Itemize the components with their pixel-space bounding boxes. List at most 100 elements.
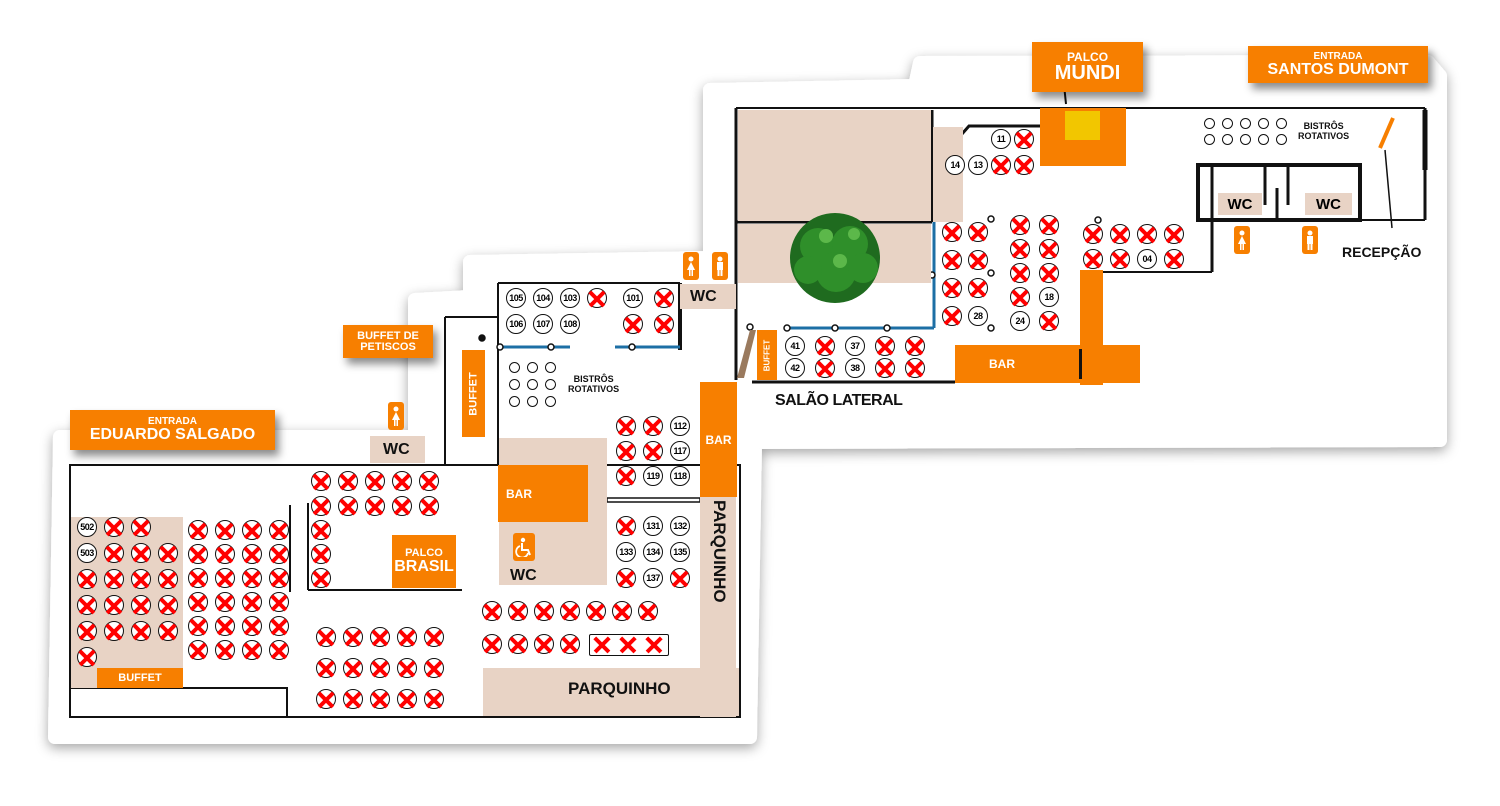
table-available[interactable]: 101 bbox=[623, 288, 643, 308]
long-table bbox=[589, 634, 669, 656]
table-available[interactable]: 28 bbox=[968, 306, 988, 326]
table-available[interactable]: 117 bbox=[670, 441, 690, 461]
table-group-salao-lateral: 41 37 42 38 bbox=[785, 336, 925, 378]
table-occupied bbox=[104, 595, 124, 615]
table-occupied bbox=[1039, 311, 1059, 331]
table-available[interactable]: 37 bbox=[845, 336, 865, 356]
table-occupied bbox=[242, 568, 262, 588]
table-available[interactable]: 41 bbox=[785, 336, 805, 356]
palco-mundi-stage bbox=[1040, 108, 1126, 166]
bistro-table bbox=[1258, 134, 1269, 145]
bistro-table bbox=[527, 362, 538, 373]
table-available[interactable]: 132 bbox=[670, 516, 690, 536]
bistro-table bbox=[1240, 134, 1251, 145]
table-group-200-column bbox=[311, 520, 331, 588]
table-occupied bbox=[612, 601, 632, 621]
wheelchair-icon bbox=[513, 533, 535, 561]
table-occupied bbox=[242, 640, 262, 660]
table-occupied bbox=[616, 516, 636, 536]
table-available[interactable]: 104 bbox=[533, 288, 553, 308]
parquinho-area bbox=[483, 668, 739, 716]
entrance-label: ENTRADA bbox=[1313, 50, 1363, 62]
buffet-label: BUFFET bbox=[467, 371, 480, 416]
table-occupied bbox=[623, 314, 643, 334]
table-occupied bbox=[370, 627, 390, 647]
table-occupied bbox=[370, 658, 390, 678]
table-occupied bbox=[77, 647, 97, 667]
table-available[interactable]: 133 bbox=[616, 542, 636, 562]
table-occupied bbox=[534, 634, 554, 654]
table-occupied bbox=[419, 496, 439, 516]
table-occupied bbox=[188, 640, 208, 660]
table-occupied bbox=[1137, 224, 1157, 244]
table-group-130: 131 132 133 134 135 137 bbox=[616, 516, 690, 588]
wc-label: WC bbox=[510, 567, 537, 584]
table-occupied bbox=[1039, 239, 1059, 259]
table-occupied bbox=[619, 635, 639, 655]
table-occupied bbox=[316, 689, 336, 709]
table-occupied bbox=[942, 222, 962, 242]
table-available[interactable]: 42 bbox=[785, 358, 805, 378]
female-restroom-icon bbox=[1234, 226, 1250, 254]
table-occupied bbox=[587, 288, 607, 308]
table-occupied bbox=[392, 496, 412, 516]
table-occupied bbox=[242, 544, 262, 564]
table-available[interactable]: 118 bbox=[670, 466, 690, 486]
table-occupied bbox=[560, 601, 580, 621]
table-occupied bbox=[311, 544, 331, 564]
table-occupied bbox=[365, 471, 385, 491]
table-available[interactable]: 108 bbox=[560, 314, 580, 334]
bistro-table bbox=[1204, 118, 1215, 129]
table-occupied bbox=[424, 689, 444, 709]
table-occupied bbox=[269, 616, 289, 636]
table-available[interactable]: 502 bbox=[77, 517, 97, 537]
table-occupied bbox=[638, 601, 658, 621]
table-available[interactable]: 119 bbox=[643, 466, 663, 486]
stage-label: PALCO bbox=[1066, 50, 1109, 64]
table-occupied bbox=[1083, 249, 1103, 269]
table-available[interactable]: 105 bbox=[506, 288, 526, 308]
table-available[interactable]: 14 bbox=[945, 155, 965, 175]
table-group-300 bbox=[316, 627, 444, 709]
table-available[interactable]: 137 bbox=[643, 568, 663, 588]
table-occupied bbox=[104, 621, 124, 641]
table-available[interactable]: 04 bbox=[1137, 249, 1157, 269]
buffet-salao: BUFFET bbox=[757, 330, 777, 380]
table-available[interactable]: 24 bbox=[1010, 311, 1030, 331]
table-group-400 bbox=[188, 520, 289, 660]
table-occupied bbox=[968, 250, 988, 270]
table-occupied bbox=[905, 358, 925, 378]
table-available[interactable]: 135 bbox=[670, 542, 690, 562]
table-occupied bbox=[188, 592, 208, 612]
table-available[interactable]: 38 bbox=[845, 358, 865, 378]
table-occupied bbox=[643, 441, 663, 461]
table-occupied bbox=[215, 544, 235, 564]
table-available[interactable]: 103 bbox=[560, 288, 580, 308]
table-occupied bbox=[343, 658, 363, 678]
table-available[interactable]: 131 bbox=[643, 516, 663, 536]
buffet-petiscos-label: BUFFET DE bbox=[357, 329, 419, 342]
table-available[interactable]: 134 bbox=[643, 542, 663, 562]
table-occupied bbox=[131, 595, 151, 615]
table-occupied bbox=[269, 592, 289, 612]
table-occupied bbox=[311, 471, 331, 491]
table-available[interactable]: 18 bbox=[1039, 287, 1059, 307]
table-available[interactable]: 503 bbox=[77, 543, 97, 563]
table-occupied bbox=[616, 466, 636, 486]
table-available[interactable]: 106 bbox=[506, 314, 526, 334]
table-available[interactable]: 13 bbox=[968, 155, 988, 175]
table-available[interactable]: 11 bbox=[991, 129, 1011, 149]
table-occupied bbox=[397, 689, 417, 709]
table-available[interactable]: 107 bbox=[533, 314, 553, 334]
table-group-110: 112 117 119 118 bbox=[616, 416, 690, 486]
table-available[interactable]: 112 bbox=[670, 416, 690, 436]
table-occupied bbox=[670, 568, 690, 588]
parquinho-label: PARQUINHO bbox=[568, 679, 671, 698]
